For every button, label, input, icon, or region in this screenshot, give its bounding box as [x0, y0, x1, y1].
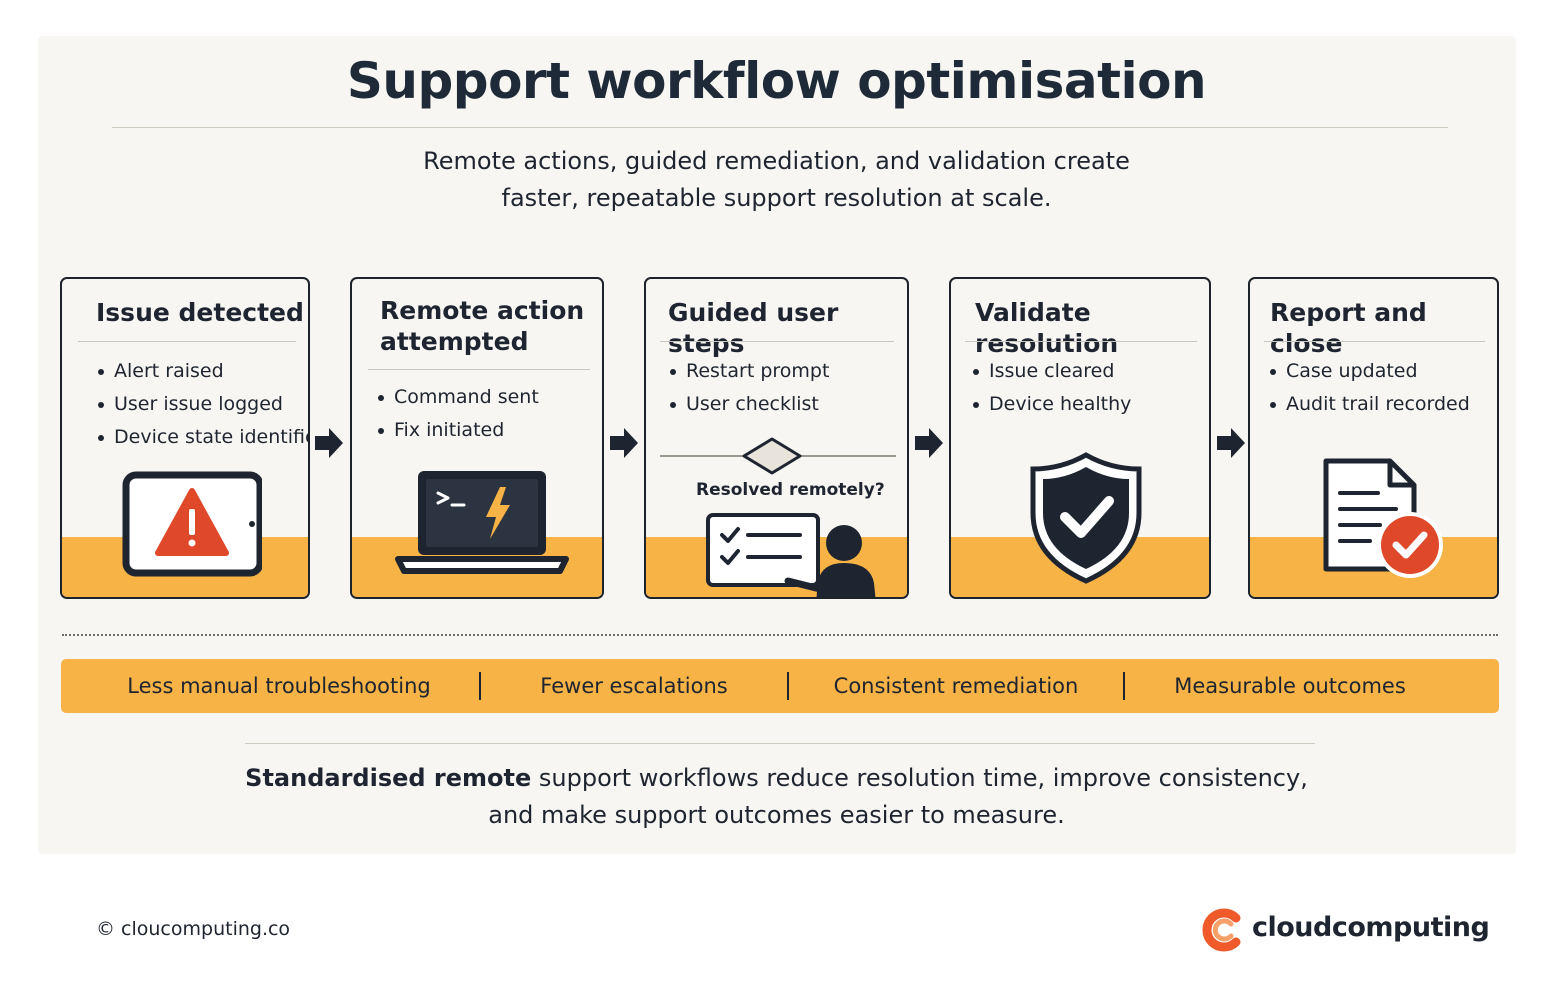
- document-check-icon: [1323, 458, 1443, 578]
- subtitle: Remote actions, guided remediation, and …: [0, 143, 1553, 217]
- bullet-item: Alert raised: [96, 355, 308, 388]
- user-checklist-icon: [706, 513, 876, 597]
- step-card-remote-action: Remote action attempted Command sent Fix…: [350, 277, 604, 599]
- card-title: Remote action attempted: [352, 295, 602, 357]
- flow-arrow-icon: [315, 428, 343, 458]
- card-bullets: Command sent Fix initiated: [376, 381, 539, 447]
- card-title-line-2: attempted: [380, 327, 529, 356]
- conclusion-line-1: Standardised remote support workflows re…: [0, 760, 1553, 797]
- title-divider: [112, 127, 1448, 128]
- bullet-item: Device state identified: [96, 421, 308, 454]
- bullet-item: User checklist: [668, 388, 829, 421]
- conclusion-line-1-rest: support workflows reduce resolution time…: [531, 764, 1308, 792]
- flow-arrow-icon: [1217, 428, 1245, 458]
- cloudcomputing-logo-icon: [1202, 908, 1241, 952]
- card-title-line-1: Remote action: [380, 296, 585, 325]
- card-title: Issue detected: [96, 298, 304, 327]
- bullet-item: Case updated: [1268, 355, 1470, 388]
- decision-label: Resolved remotely?: [696, 480, 885, 500]
- card-divider: [965, 341, 1197, 342]
- benefit-separator: [479, 672, 481, 700]
- card-bullets: Case updated Audit trail recorded: [1268, 355, 1470, 421]
- card-divider: [78, 341, 296, 342]
- bullet-item: Fix initiated: [376, 414, 539, 447]
- card-divider: [368, 369, 590, 370]
- card-title: Guided user steps: [668, 298, 839, 358]
- conclusion-text: Standardised remote support workflows re…: [0, 760, 1553, 834]
- decision-diamond-icon: [660, 437, 896, 475]
- tablet-warning-icon: [122, 471, 262, 577]
- benefit-item: Consistent remediation: [833, 674, 1079, 698]
- page-title: Support workflow optimisation: [346, 52, 1207, 110]
- copyright-text: © cloucomputing.co: [96, 918, 291, 940]
- bullet-item: Audit trail recorded: [1268, 388, 1470, 421]
- subtitle-line-2: faster, repeatable support resolution at…: [501, 184, 1052, 212]
- card-bullets: Alert raised User issue logged Device st…: [96, 355, 308, 454]
- benefit-item: Fewer escalations: [540, 674, 728, 698]
- benefit-separator: [1123, 672, 1125, 700]
- flow-arrow-icon: [610, 428, 638, 458]
- benefits-bar: Less manual troubleshooting Fewer escala…: [61, 659, 1499, 713]
- subtitle-line-1: Remote actions, guided remediation, and …: [423, 147, 1130, 175]
- card-bullets: Restart prompt User checklist: [668, 355, 829, 421]
- card-bullets: Issue cleared Device healthy: [971, 355, 1131, 421]
- bullet-item: Issue cleared: [971, 355, 1131, 388]
- card-divider: [660, 341, 894, 342]
- flow-arrow-icon: [915, 428, 943, 458]
- shield-check-icon: [1030, 452, 1142, 584]
- bullet-item: Command sent: [376, 381, 539, 414]
- card-title: Report and close: [1270, 298, 1427, 358]
- section-divider: [62, 634, 1498, 636]
- conclusion-divider: [245, 743, 1315, 744]
- step-card-issue-detected: Issue detected Alert raised User issue l…: [60, 277, 310, 599]
- bullet-item: Device healthy: [971, 388, 1131, 421]
- card-title: Validate resolution: [975, 298, 1119, 358]
- benefit-item: Measurable outcomes: [1174, 674, 1406, 698]
- benefit-item: Less manual troubleshooting: [127, 674, 431, 698]
- laptop-terminal-icon: [395, 471, 569, 574]
- step-card-guided-user-steps: Guided user steps Restart prompt User ch…: [644, 277, 909, 599]
- benefit-separator: [787, 672, 789, 700]
- conclusion-emphasis: Standardised remote: [245, 764, 532, 792]
- conclusion-line-2: and make support outcomes easier to meas…: [488, 801, 1065, 829]
- step-card-report-and-close: Report and close Case updated Audit trai…: [1248, 277, 1499, 599]
- brand-name: cloudcomputing: [1252, 912, 1490, 943]
- step-card-validate-resolution: Validate resolution Issue cleared Device…: [949, 277, 1211, 599]
- bullet-item: Restart prompt: [668, 355, 829, 388]
- bullet-item: User issue logged: [96, 388, 308, 421]
- card-divider: [1264, 341, 1485, 342]
